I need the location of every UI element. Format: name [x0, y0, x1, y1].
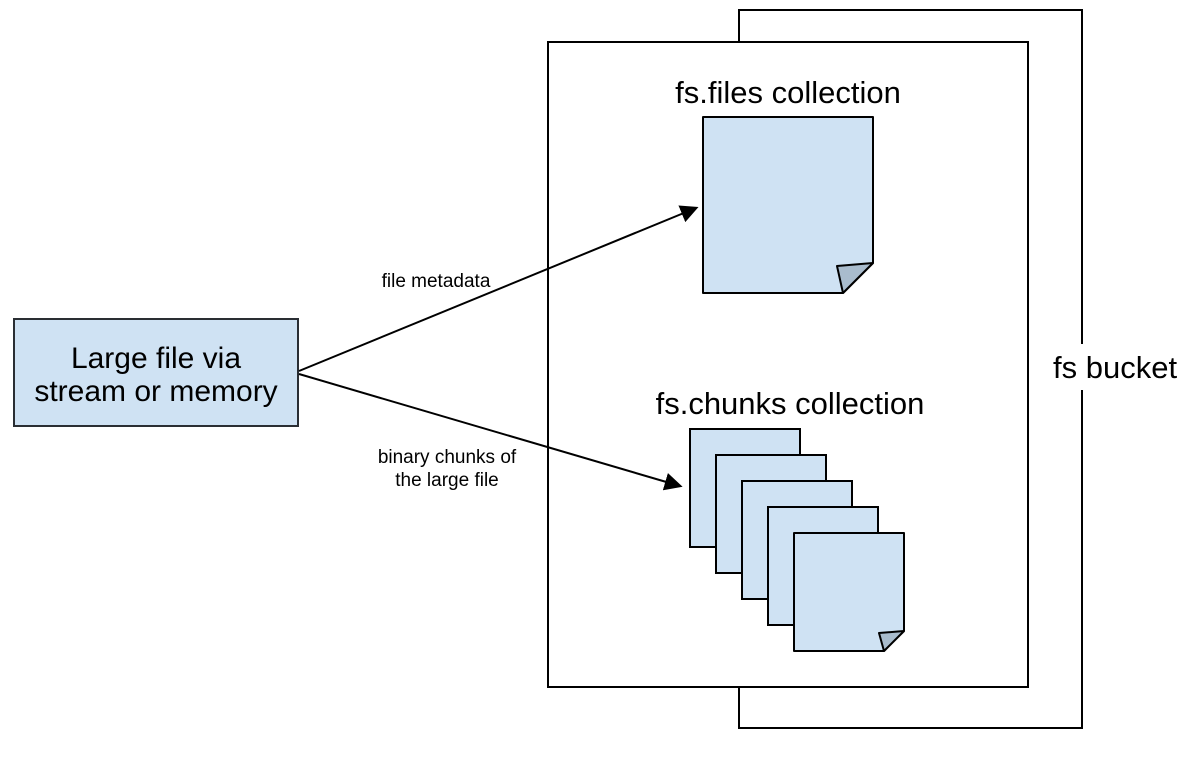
- chunk-document-5: [793, 532, 905, 652]
- source-box: [13, 318, 299, 427]
- chunks-arrow: [298, 373, 683, 491]
- bucket-label: fs bucket: [1053, 350, 1177, 385]
- chunks-arrow-label-line1: binary chunks of: [378, 447, 517, 468]
- source-box-line2: stream or memory: [34, 375, 277, 408]
- files-document-icon: [702, 116, 874, 294]
- bucket-label-backing: [1046, 344, 1191, 390]
- metadata-arrow: [298, 205, 699, 372]
- files-collection-title: fs.files collection: [675, 75, 901, 110]
- folded-corner: [836, 262, 874, 294]
- metadata-arrow-label: file metadata: [382, 271, 491, 292]
- source-box-line1: Large file via: [71, 342, 241, 375]
- chunks-arrow-label-line2: the large file: [395, 470, 499, 491]
- chunks-collection-title: fs.chunks collection: [656, 386, 925, 421]
- folded-corner: [878, 630, 905, 652]
- chunks-document-stack: [689, 428, 905, 652]
